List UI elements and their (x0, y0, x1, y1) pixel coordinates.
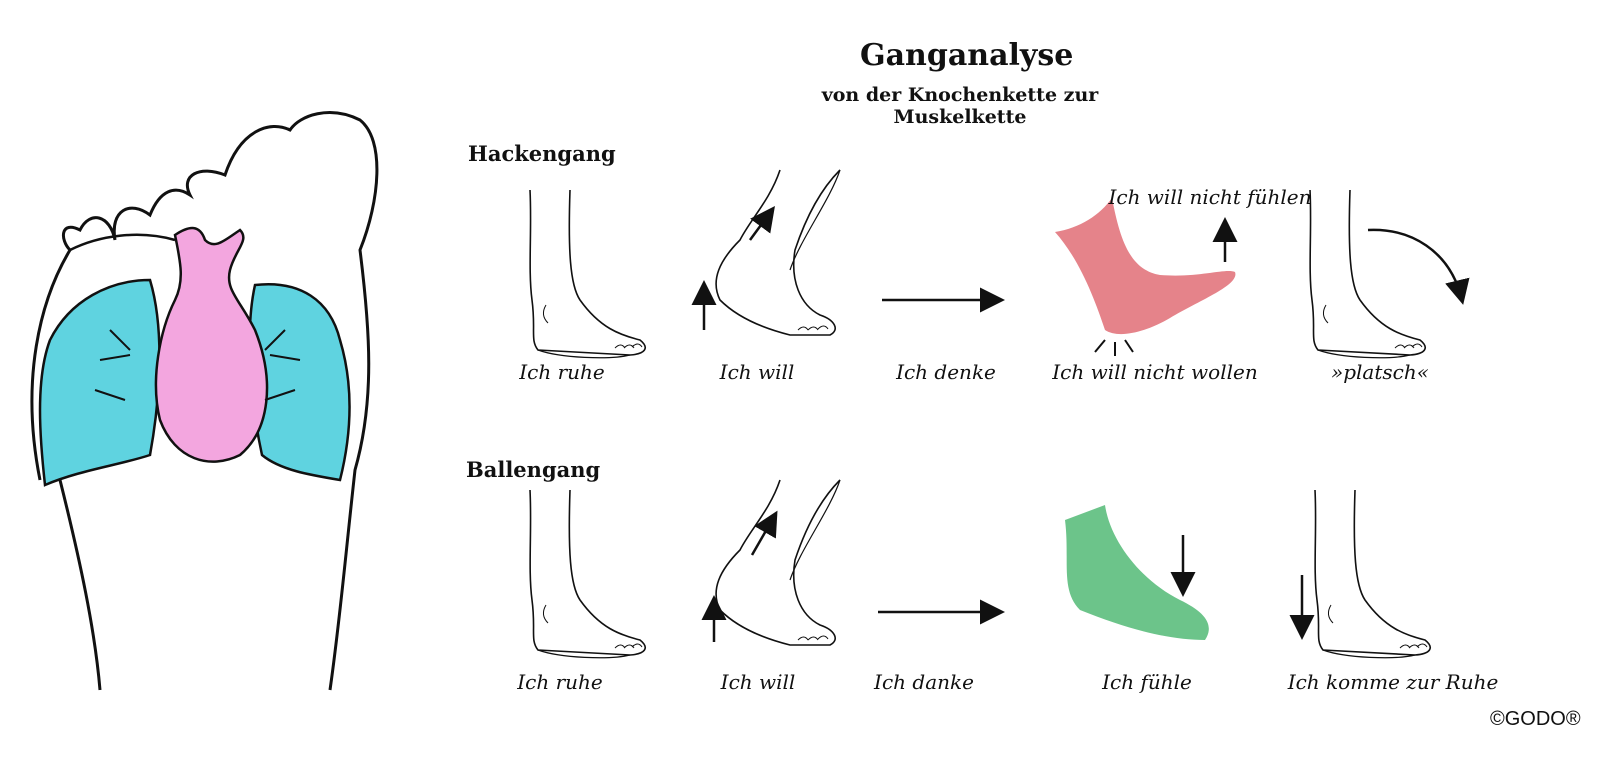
heart (154, 226, 269, 463)
step-label: Ich ruhe (519, 360, 605, 384)
step-label: Ich ruhe (517, 670, 603, 694)
foot-organ-illustration (30, 111, 379, 691)
left-lung (38, 278, 161, 487)
step-label: Ich danke (874, 670, 974, 694)
section-title-ballengang: Ballengang (466, 457, 601, 482)
annotation-label: Ich will nicht fühlen (1108, 185, 1312, 209)
row-hackengang-drawings (529, 169, 1470, 359)
step-label: »platsch« (1331, 360, 1429, 384)
step-label: Ich komme zur Ruhe (1287, 670, 1499, 694)
step-label: Ich fühle (1102, 670, 1192, 694)
copyright-notice: ©GODO® (1490, 708, 1581, 730)
page-subtitle: von der Knochenkette zur Muskelkette (821, 84, 1099, 128)
step-label: Ich will nicht wollen (1052, 360, 1258, 384)
step-label: Ich will (720, 670, 796, 694)
green-foot (1065, 505, 1209, 640)
row-ballengang-drawings (529, 479, 1432, 659)
red-foot (1055, 198, 1236, 335)
step-label: Ich will (719, 360, 795, 384)
step-label: Ich denke (896, 360, 996, 384)
section-title-hackengang: Hackengang (468, 141, 616, 166)
page-title: Ganganalyse (860, 38, 1074, 73)
